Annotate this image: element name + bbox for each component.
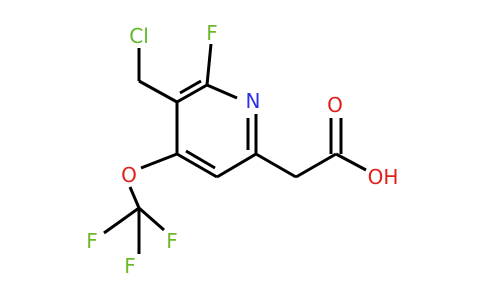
bond-c6-c5 bbox=[216, 152, 257, 179]
bond-c4-o bbox=[140, 152, 178, 170]
bond-cf3-f-left bbox=[103, 206, 140, 235]
bond-ch2-cooh bbox=[295, 152, 337, 179]
atom-o-ether: O bbox=[121, 163, 137, 187]
bond-c3-c2 bbox=[176, 83, 208, 104]
bond-c2-n bbox=[206, 83, 238, 100]
ring-bonds bbox=[175, 79, 258, 179]
bond-cf3-f-right bbox=[138, 206, 165, 232]
bond-c2-f bbox=[205, 43, 213, 86]
bond-c3-ch2 bbox=[138, 79, 178, 104]
atom-n-ring: N bbox=[246, 89, 261, 113]
bond-c5-c4 bbox=[176, 152, 218, 179]
atom-f-cf3-bottom: F bbox=[124, 254, 136, 278]
bond-c5-c4-double bbox=[185, 149, 216, 170]
bond-c-oh bbox=[335, 152, 367, 172]
atom-cl: Cl bbox=[129, 24, 149, 48]
substituent-bonds bbox=[103, 43, 367, 254]
bond-o-cf3 bbox=[128, 186, 141, 209]
bond-c3-c2-double bbox=[179, 79, 202, 95]
atom-f-cf3-right: F bbox=[166, 229, 178, 253]
atom-f-ring: F bbox=[206, 21, 218, 45]
bond-c6-ch2 bbox=[255, 152, 297, 179]
atom-o-carbonyl: O bbox=[327, 93, 343, 117]
atom-labels: Cl F N O F F F O OH bbox=[86, 21, 398, 278]
atom-oh: OH bbox=[368, 165, 399, 189]
atom-f-cf3-left: F bbox=[86, 229, 98, 253]
